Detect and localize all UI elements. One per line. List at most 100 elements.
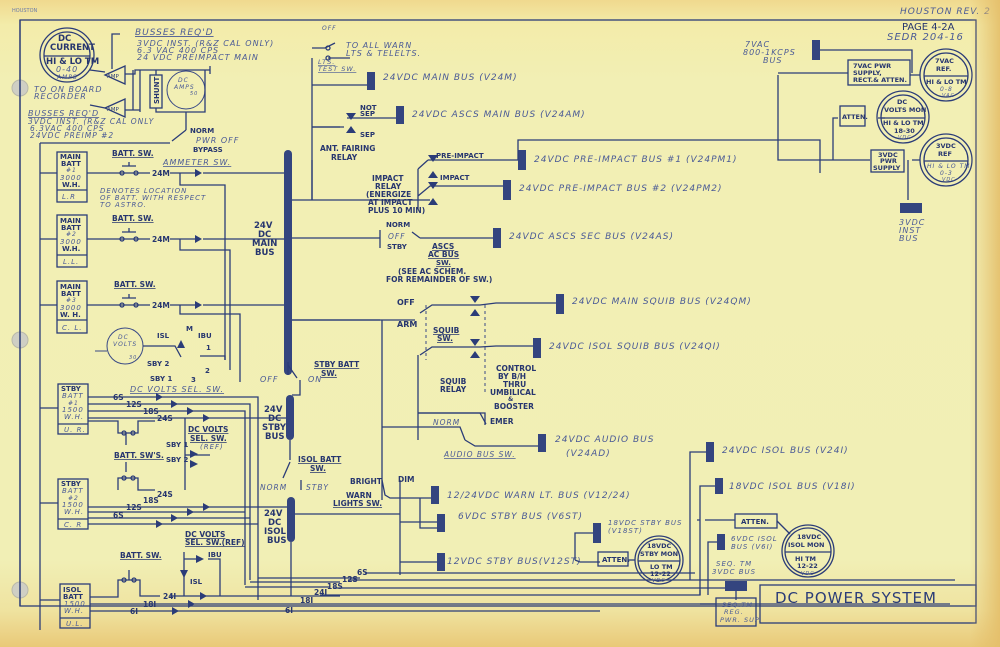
bus-block-v24qm xyxy=(556,294,564,314)
svg-text:HI & LO TM: HI & LO TM xyxy=(926,78,967,86)
stby-batt-sw-on: ON xyxy=(308,375,322,384)
wire-18i: 18I xyxy=(143,600,156,609)
squib-arm: ARM xyxy=(397,320,417,329)
svg-text:0-8: 0-8 xyxy=(940,86,953,93)
stby-battery-1: STBY BATT #1 1500 W.H. U. R. xyxy=(57,383,89,435)
svg-text:W. H.: W. H. xyxy=(60,311,81,319)
3vdc-inst-bus-label: 3VDC xyxy=(899,218,925,227)
pre-impact-label: PRE-IMPACT xyxy=(436,152,484,160)
impact-relay-label: AT IMPACT xyxy=(368,198,413,207)
svg-text:AMPS: AMPS xyxy=(173,84,195,91)
dc-volts-sel-sw-label: DC VOLTS SEL. SW. xyxy=(130,385,224,394)
stby-bus-label: STBY xyxy=(262,423,287,433)
stby-batt-sw-label: SW. xyxy=(321,369,337,378)
page-number: PAGE 4-2A xyxy=(902,22,955,33)
wire-label: 12S xyxy=(126,503,142,512)
see-ac-note: (SEE AC SCHEM. xyxy=(398,267,466,276)
svg-text:LO TM: LO TM xyxy=(650,563,673,571)
stby-mon-meter: 18VDC STBY MON LO TM 12-22 VDC xyxy=(634,535,684,585)
svg-text:12-22: 12-22 xyxy=(797,562,818,570)
audio-bus-sw-label: AUDIO BUS SW. xyxy=(443,450,516,459)
wire-24i: 24I xyxy=(163,592,176,601)
control-note: & xyxy=(508,396,513,403)
stby-batt-sw-label: STBY BATT xyxy=(314,360,360,369)
ant-fairing-relay: ANT. FAIRING xyxy=(320,144,375,153)
battery-switch-rows xyxy=(119,162,150,308)
sep-label: SEP xyxy=(360,131,375,139)
bus-block-v24am xyxy=(396,106,404,124)
bus-label-v24pm2: 24VDC PRE-IMPACT BUS #2 (V24PM2) xyxy=(519,184,723,194)
svg-text:C. R: C. R xyxy=(64,521,82,529)
svg-text:HI & LO TM: HI & LO TM xyxy=(46,57,99,67)
batt-sw-label-2: BATT. SW. xyxy=(112,214,154,223)
stby-bus-bar xyxy=(286,395,294,440)
impact-relay-label: RELAY xyxy=(375,182,402,191)
denotes-note: TO ASTRO. xyxy=(100,201,147,209)
bus-label-v12st: 12VDC STBY BUS(V12ST) xyxy=(447,557,582,567)
bus-label-v24am: 24VDC ASCS MAIN BUS (V24AM) xyxy=(412,110,586,120)
svg-text:VOLTS MON: VOLTS MON xyxy=(884,106,926,114)
wire-label: 24S xyxy=(157,490,173,499)
not-sep-label: SEP xyxy=(360,110,375,118)
svg-text:C. L.: C. L. xyxy=(62,324,82,332)
svg-text:DC: DC xyxy=(897,98,907,106)
svg-text:AMPS: AMPS xyxy=(56,74,78,81)
bus-block-v24ad xyxy=(538,434,546,452)
isol-bus-label: BUS xyxy=(267,536,287,546)
svg-text:0-3: 0-3 xyxy=(940,170,953,177)
svg-text:HI TM: HI TM xyxy=(795,555,816,563)
3vdc-pwr-supply xyxy=(870,149,905,173)
busses-reqd-2-title: BUSSES REQ'D xyxy=(28,109,99,118)
svg-text:VOLTS: VOLTS xyxy=(113,341,137,348)
bus-block-seq-tm xyxy=(725,581,747,591)
wire-label: 6S xyxy=(113,511,124,520)
audio-norm: NORM xyxy=(433,418,460,427)
doc-number: SEDR 204-16 xyxy=(887,32,964,43)
not-sep-label: NOT xyxy=(360,104,377,112)
svg-text:DC VOLTS: DC VOLTS xyxy=(188,425,228,434)
main-bus-bar xyxy=(284,150,292,375)
svg-text:DC: DC xyxy=(58,34,71,44)
seq-tm-bus-label: 3VDC BUS xyxy=(712,568,756,576)
stby-batt-sw-off: OFF xyxy=(260,375,279,384)
seq-tm-reg-label: SEQ.TM xyxy=(722,601,753,609)
busses-reqd-1-line: 6.3 VAC 400 CPS xyxy=(137,46,219,55)
squib-sw-label: SQUIB xyxy=(433,326,460,335)
svg-text:3VDC: 3VDC xyxy=(936,142,956,150)
bus-block-7vac xyxy=(812,40,820,60)
wire-label: 18S xyxy=(143,407,159,416)
atten-stby-label: ATTEN. xyxy=(602,556,630,564)
svg-text:DC VOLTS: DC VOLTS xyxy=(185,530,225,539)
bus-block-v24m xyxy=(367,72,375,90)
wire-24m: 24M xyxy=(152,301,170,310)
svg-text:50: 50 xyxy=(190,91,198,97)
svg-text:1500: 1500 xyxy=(62,406,84,414)
wire-24m: 24M xyxy=(152,235,170,244)
bus-label-v24pm1: 24VDC PRE-IMPACT BUS #1 (V24PM1) xyxy=(534,155,738,165)
dc-volts-selector: ISL M IBU 1 SBY 2 2 SBY 1 3 xyxy=(143,325,226,384)
isol-batt-sw-norm: NORM xyxy=(260,483,287,492)
ant-fairing-relay: RELAY xyxy=(331,153,358,162)
lts-test-off: OFF xyxy=(322,25,337,32)
svg-text:SBY 2: SBY 2 xyxy=(147,360,170,368)
ammeter-norm: NORM xyxy=(190,127,214,135)
denotes-note: OF BATT. WITH RESPECT xyxy=(100,194,206,202)
ammeter-pwr-off: PWR OFF xyxy=(196,136,239,145)
atten-stby xyxy=(597,551,629,567)
svg-text:VDC: VDC xyxy=(801,571,815,577)
stby-bus-label: BUS xyxy=(265,432,285,442)
svg-text:W.H.: W.H. xyxy=(64,607,84,615)
batt-sw-label-3: BATT. SW. xyxy=(114,280,156,289)
dc-volts-sel-sw-ref: DC VOLTS SEL. SW. (REF) SBY 1 SBY 2 xyxy=(166,418,228,490)
warn-dim: DIM xyxy=(398,475,414,484)
bus-label-v24ad: 24VDC AUDIO BUS xyxy=(555,435,654,445)
3vdc-supply-label: 3VDC xyxy=(878,151,898,159)
wire-label: 18S xyxy=(327,582,343,591)
bus-block-v18st xyxy=(593,523,601,543)
svg-text:HI & LO TM: HI & LO TM xyxy=(927,163,970,170)
svg-text:SEL. SW.: SEL. SW. xyxy=(190,434,227,443)
stby-bus-label: DC xyxy=(268,414,281,424)
wire-label: 24I xyxy=(314,588,327,597)
svg-text:#3: #3 xyxy=(66,297,77,304)
